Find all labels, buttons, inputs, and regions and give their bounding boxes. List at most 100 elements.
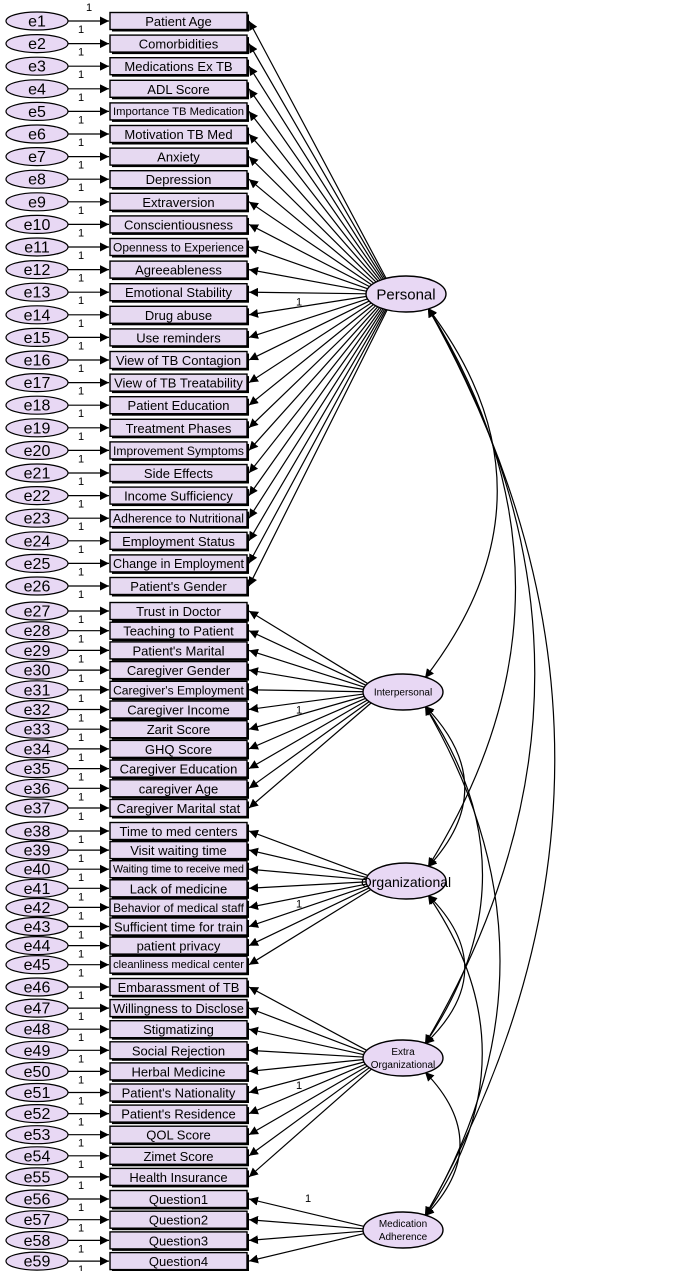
error-term-label: e29 xyxy=(24,643,51,660)
indicator-label: Motivation TB Med xyxy=(124,127,232,142)
indicator-label: Patient Education xyxy=(128,398,230,413)
indicator-lack-of-medicine xyxy=(109,879,248,898)
error-weight-label: 1 xyxy=(78,566,84,578)
indicator-conscientiousness xyxy=(109,215,248,234)
loading-path xyxy=(248,1064,370,1136)
latent-label: Organizational xyxy=(371,1060,435,1071)
indicator-question1 xyxy=(109,1189,248,1209)
loading-path xyxy=(248,986,369,1052)
error-term-label: e7 xyxy=(28,149,46,166)
indicator-trust-in-doctor xyxy=(109,601,248,621)
error-term-label: e58 xyxy=(24,1233,51,1250)
indicator-improvement-symptoms xyxy=(109,441,248,460)
error-term-label: e53 xyxy=(24,1127,51,1144)
indicator-health-insurance xyxy=(109,1167,248,1187)
loading-path xyxy=(248,648,367,689)
indicator-caregiver-education xyxy=(109,759,248,778)
latent-label: Medication xyxy=(379,1219,427,1230)
error-term-label: e23 xyxy=(24,511,51,528)
indicator-label: Patient's Marital xyxy=(132,643,224,658)
fixed-loading-label: 1 xyxy=(296,899,302,911)
indicator-comorbidities xyxy=(109,34,248,53)
error-weight-label: 1 xyxy=(78,386,84,398)
error-weight-label: 1 xyxy=(78,732,84,744)
error-weight-label: 1 xyxy=(78,1138,84,1150)
error-weight-label: 1 xyxy=(78,1011,84,1023)
indicator-zarit-score xyxy=(109,720,248,739)
covariance-organizational-medication-adherence xyxy=(424,894,483,1217)
loading-path xyxy=(248,65,385,282)
indicator-label: Side Effects xyxy=(144,466,214,481)
error-weight-label: 1 xyxy=(78,24,84,36)
indicator-social-rejection xyxy=(109,1041,248,1060)
loading-path xyxy=(248,305,382,474)
indicator-behavior-of-medical-staff xyxy=(109,898,248,917)
loading-path xyxy=(248,307,389,587)
error-weight-label: 1 xyxy=(78,910,84,922)
loading-path xyxy=(248,1026,366,1056)
indicator-medications-ex-tb xyxy=(109,57,248,76)
loading-path xyxy=(248,301,374,384)
error-weight-label: 1 xyxy=(78,1117,84,1129)
loading-path xyxy=(248,245,370,290)
error-term-label: e48 xyxy=(24,1022,51,1039)
error-term-label: e42 xyxy=(24,900,51,917)
loading-path xyxy=(248,295,369,318)
error-term-label: e2 xyxy=(28,36,46,53)
latent-medication-adherence xyxy=(362,1211,444,1249)
indicator-label: Agreeableness xyxy=(135,263,222,278)
loading-path xyxy=(248,307,387,542)
error-term-label: e16 xyxy=(24,353,51,370)
error-weight-label: 1 xyxy=(78,295,84,307)
error-term-label: e46 xyxy=(24,980,51,997)
indicator-label: Willingness to Disclose xyxy=(113,1001,244,1016)
loading-path xyxy=(248,307,388,564)
latent-label: Personal xyxy=(376,287,435,304)
indicator-label: caregiver Age xyxy=(139,781,219,796)
error-term-label: e10 xyxy=(24,217,51,234)
error-weight-label: 1 xyxy=(78,949,84,961)
indicator-label: Stigmatizing xyxy=(143,1022,214,1037)
error-weight-label: 1 xyxy=(78,453,84,465)
indicator-willingness-to-disclose xyxy=(109,998,248,1018)
latent-organizational xyxy=(365,862,447,900)
loading-path xyxy=(248,886,372,947)
indicator-use-reminders xyxy=(109,328,248,347)
fixed-loading-label: 1 xyxy=(296,1080,302,1092)
indicator-income-sufficiency xyxy=(109,486,248,505)
error-weight-label: 1 xyxy=(78,476,84,488)
indicator-label: Health Insurance xyxy=(129,1170,227,1185)
indicator-label: cleanliness medical center xyxy=(113,959,244,971)
loading-path xyxy=(248,685,366,695)
indicator-view-of-tb-contagion xyxy=(109,350,248,370)
loading-path xyxy=(248,20,388,281)
error-weight-label: 1 xyxy=(78,544,84,556)
loading-path xyxy=(248,1196,366,1228)
indicator-caregiver-marital-stat xyxy=(109,798,248,818)
error-term-label: e32 xyxy=(24,702,51,719)
error-term-label: e51 xyxy=(24,1085,51,1102)
indicator-agreeableness xyxy=(109,260,248,279)
indicator-drug-abuse xyxy=(109,305,248,324)
indicator-label: Lack of medicine xyxy=(130,881,228,896)
indicator-question2 xyxy=(109,1210,248,1229)
error-term-label: e37 xyxy=(24,801,51,818)
latent-interpersonal xyxy=(362,673,444,711)
error-weight-label: 1 xyxy=(78,521,84,533)
loading-path xyxy=(248,1046,366,1058)
indicator-label: Employment Status xyxy=(122,534,235,549)
loading-path xyxy=(248,884,370,928)
error-term-label: e15 xyxy=(24,330,51,347)
indicator-label: Depression xyxy=(146,172,212,187)
error-term-label: e47 xyxy=(24,1001,51,1018)
error-weight-label: 1 xyxy=(78,713,84,725)
error-term-label: e21 xyxy=(24,466,51,483)
error-weight-label: 1 xyxy=(78,137,84,149)
loading-path xyxy=(248,630,368,687)
loading-path xyxy=(248,302,376,406)
error-term-label: e54 xyxy=(24,1148,51,1165)
indicator-label: Question4 xyxy=(149,1254,208,1269)
error-weight-label: 1 xyxy=(78,114,84,126)
error-weight-label: 1 xyxy=(78,1223,84,1235)
